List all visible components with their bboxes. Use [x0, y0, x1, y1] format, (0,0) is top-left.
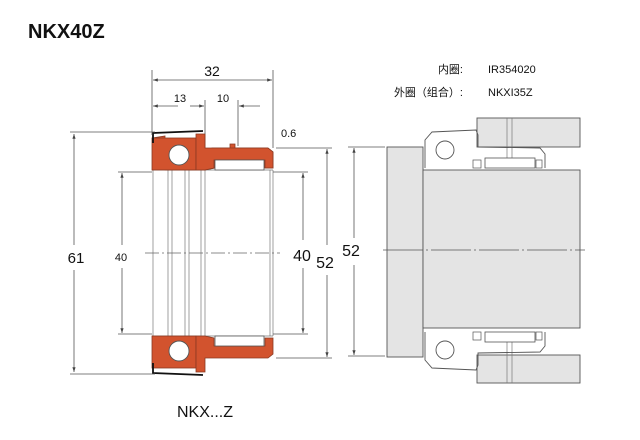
shaft — [422, 169, 581, 329]
mounting-drawing — [383, 117, 585, 384]
dim-bore-left: 40 — [115, 252, 127, 264]
page-title: NKX40Z — [28, 21, 105, 43]
housing-top — [476, 117, 581, 148]
dimension-lines — [70, 70, 385, 375]
dim-housing-diameter: 52 — [342, 243, 360, 260]
dim-overall-width: 32 — [204, 63, 220, 79]
inner-ring-value: IR354020 — [488, 64, 536, 76]
housing-bottom — [476, 354, 581, 384]
outer-ring-value: NKXI35Z — [488, 87, 533, 99]
dim-groove-offset: 10 — [217, 93, 229, 105]
series-caption: NKX...Z — [177, 404, 233, 421]
inner-ring-label: 内圈: — [438, 62, 463, 76]
ball — [168, 144, 190, 166]
dim-chamfer: 0.6 — [281, 128, 296, 140]
bearing-bottom-outline — [424, 331, 546, 371]
shaft-shoulder — [386, 146, 424, 358]
section-bottom — [151, 335, 274, 376]
dim-bore-right: 40 — [293, 248, 311, 265]
outer-ring-label: 外圈（组合）: — [394, 85, 463, 99]
section-top — [151, 130, 274, 171]
bearing-top-outline — [424, 129, 546, 169]
needle-roller — [214, 159, 265, 171]
bearing-cross-section — [145, 130, 280, 376]
dim-outer-diameter: 52 — [316, 255, 334, 272]
seal — [152, 130, 204, 143]
dim-flange-diameter: 61 — [68, 250, 85, 267]
dim-ball-width: 13 — [174, 93, 186, 105]
